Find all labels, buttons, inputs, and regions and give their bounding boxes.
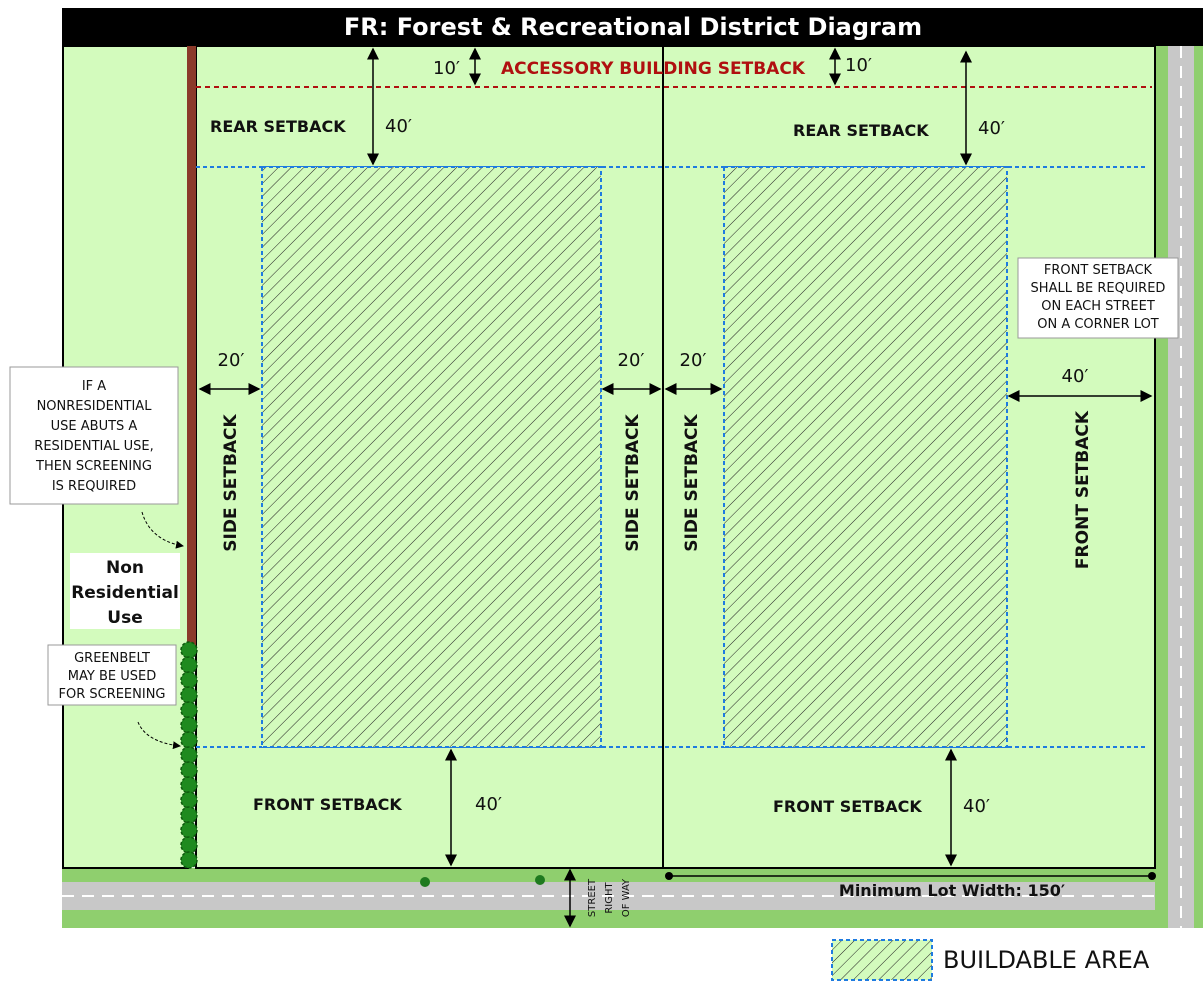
rear-setback-label-right: REAR SETBACK (793, 121, 929, 140)
front-dim-left: 40′ (475, 794, 502, 815)
side-dim-3: 20′ (680, 350, 707, 371)
svg-text:IF A: IF A (82, 379, 106, 394)
svg-text:Non: Non (106, 558, 144, 578)
svg-text:RIGHT: RIGHT (604, 881, 615, 913)
svg-text:SHALL BE REQUIRED: SHALL BE REQUIRED (1031, 281, 1166, 296)
greenbelt-note: GREENBELT MAY BE USED FOR SCREENING (58, 651, 165, 702)
shrub-icon (180, 686, 198, 704)
street-right-of-way-label: STREET RIGHT OF WAY (587, 878, 632, 917)
accessory-setback-label: ACCESSORY BUILDING SETBACK (501, 59, 806, 79)
screening-note-box (9, 366, 179, 505)
svg-text:IS REQUIRED: IS REQUIRED (52, 479, 136, 494)
rear-setback-label-left: REAR SETBACK (210, 117, 346, 136)
svg-text:Use: Use (107, 608, 142, 628)
svg-text:STREET: STREET (587, 878, 598, 917)
shrub-icon (180, 731, 198, 749)
road-vertical (1155, 46, 1203, 928)
shrub-icon (180, 656, 198, 674)
screening-note: IF A NONRESIDENTIAL USE ABUTS A RESIDENT… (34, 379, 153, 494)
side-setback-label-3: SIDE SETBACK (682, 413, 702, 551)
shrub-icon (180, 701, 198, 719)
svg-text:USE ABUTS A: USE ABUTS A (51, 419, 138, 434)
shrub-icon (180, 671, 198, 689)
buildable-area-left (261, 166, 602, 748)
svg-text:THEN SCREENING: THEN SCREENING (35, 459, 152, 474)
side-dim-1: 20′ (218, 350, 245, 371)
corner-lot-note-box (1017, 257, 1179, 339)
min-lot-width-label: Minimum Lot Width: 150′ (839, 881, 1065, 900)
shrub-icon (180, 836, 198, 854)
svg-text:GREENBELT: GREENBELT (74, 651, 150, 666)
svg-text:ON EACH STREET: ON EACH STREET (1041, 299, 1155, 314)
legend-swatch (831, 939, 933, 981)
greenbelt-pointer (137, 721, 181, 750)
front-setback-side-label: FRONT SETBACK (1073, 410, 1093, 569)
shrub-icon (180, 746, 198, 764)
svg-text:RESIDENTIAL USE,: RESIDENTIAL USE, (34, 439, 153, 454)
rear-dim-right: 40′ (978, 118, 1005, 139)
shrub-icon (180, 776, 198, 794)
rear-dim-left: 40′ (385, 116, 412, 137)
accessory-dim-left: 10′ (433, 58, 460, 79)
svg-text:Residential: Residential (71, 583, 179, 603)
shrub-icon (180, 641, 198, 659)
svg-text:NONRESIDENTIAL: NONRESIDENTIAL (37, 399, 153, 414)
shrub-icon (180, 851, 198, 869)
road-horizontal (62, 868, 1203, 928)
front-side-dim: 40′ (1062, 366, 1089, 387)
shrub-icon (180, 821, 198, 839)
diagram-title: FR: Forest & Recreational District Diagr… (344, 13, 922, 41)
shrub-icon (180, 716, 198, 734)
corner-lot-note: FRONT SETBACK SHALL BE REQUIRED ON EACH … (1031, 263, 1166, 332)
greenbelt-note-box (47, 644, 177, 706)
greenbelt-shrubs (180, 641, 198, 869)
legend-label: BUILDABLE AREA (943, 946, 1150, 974)
shrub-icon (180, 761, 198, 779)
screening-wall (187, 46, 196, 646)
accessory-dim-right: 10′ (845, 55, 872, 76)
screening-pointer (141, 511, 184, 549)
title-bar (62, 8, 1203, 46)
front-dim-right: 40′ (963, 796, 990, 817)
svg-text:ON A CORNER LOT: ON A CORNER LOT (1037, 317, 1159, 332)
shrub-icon (180, 806, 198, 824)
svg-text:OF WAY: OF WAY (621, 878, 632, 917)
svg-text:FOR SCREENING: FOR SCREENING (58, 687, 165, 702)
non-residential-box (70, 553, 180, 629)
shrub-icon (180, 791, 198, 809)
side-setback-label-2: SIDE SETBACK (623, 413, 643, 551)
non-residential-label: Non Residential Use (71, 558, 179, 628)
buildable-area-right (723, 166, 1008, 748)
side-dim-2: 20′ (618, 350, 645, 371)
tree-icon (420, 875, 545, 887)
svg-text:MAY BE USED: MAY BE USED (68, 669, 156, 684)
side-setback-label-1: SIDE SETBACK (221, 413, 241, 551)
svg-text:FRONT SETBACK: FRONT SETBACK (1044, 263, 1153, 278)
front-setback-label-right: FRONT SETBACK (773, 797, 922, 816)
front-setback-label-left: FRONT SETBACK (253, 795, 402, 814)
